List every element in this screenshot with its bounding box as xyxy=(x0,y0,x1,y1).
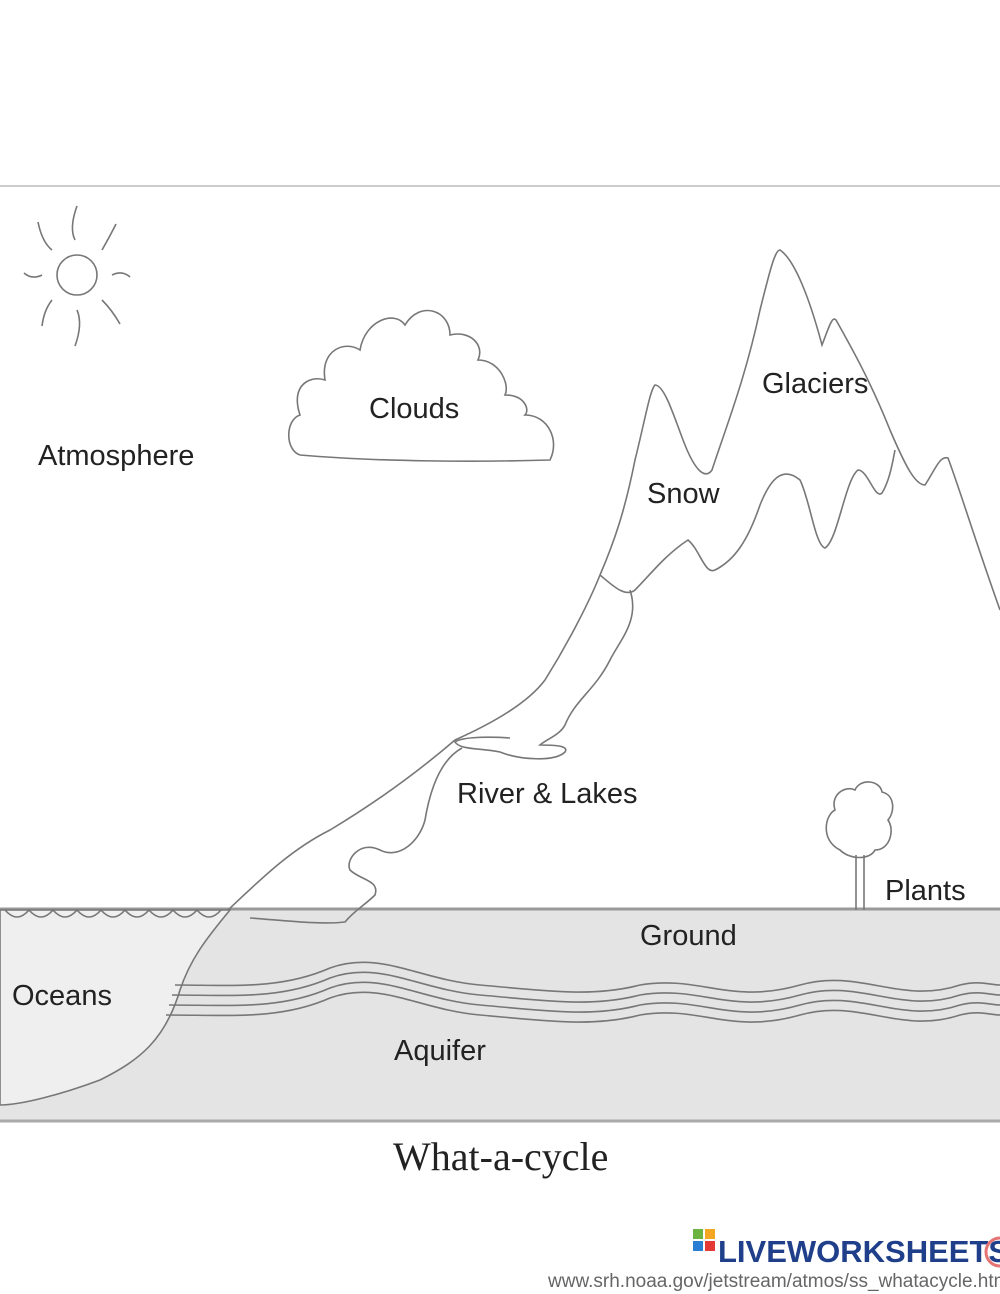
river-lower xyxy=(249,747,463,924)
label-aquifer: Aquifer xyxy=(394,1035,486,1067)
label-oceans: Oceans xyxy=(12,980,112,1012)
label-clouds: Clouds xyxy=(369,393,459,425)
liveworksheets-brand: LIVEWORKSHEETS xyxy=(718,1234,1000,1269)
source-url: www.srh.noaa.gov/jetstream/atmos/ss_what… xyxy=(547,1271,1000,1292)
tree-icon xyxy=(825,781,894,910)
label-glaciers: Glaciers xyxy=(762,368,868,400)
liveworksheets-logo: LIVEWORKSHEETS xyxy=(693,1229,1000,1269)
label-ground: Ground xyxy=(640,920,737,952)
label-plants: Plants xyxy=(885,875,966,907)
label-snow: Snow xyxy=(647,478,721,510)
ocean-waves xyxy=(4,908,222,918)
snow-line xyxy=(599,449,896,594)
river-upper xyxy=(453,589,634,760)
diagram-title: What-a-cycle xyxy=(393,1134,608,1179)
cloud-icon xyxy=(287,309,555,462)
label-atmosphere: Atmosphere xyxy=(38,440,194,472)
mountain-outline xyxy=(227,249,1000,911)
aquifer-layers xyxy=(165,961,1000,1023)
label-rivers-lakes: River & Lakes xyxy=(457,778,638,810)
ocean-region xyxy=(0,909,232,1106)
sun-icon xyxy=(23,205,131,347)
